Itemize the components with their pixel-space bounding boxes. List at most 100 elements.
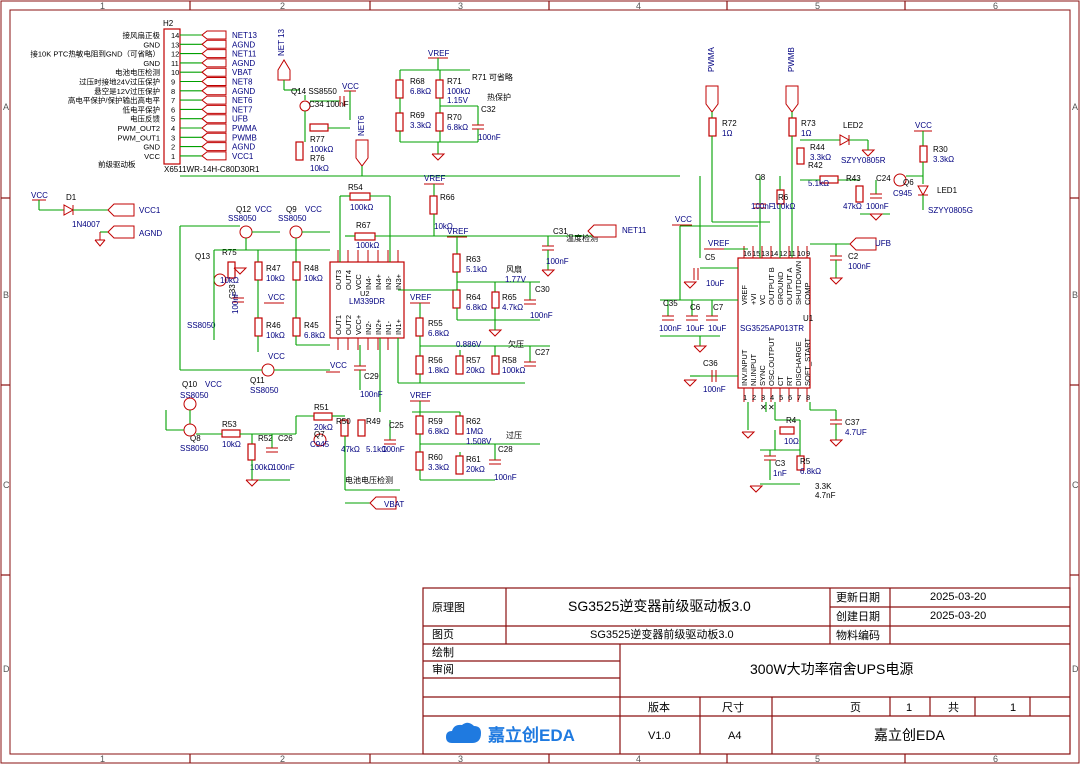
r52-value: 100kΩ <box>250 463 273 472</box>
r73-value: 1Ω <box>801 129 811 138</box>
vbat-port <box>369 496 397 510</box>
r52-ref: R52 <box>258 434 273 443</box>
c2-ref: C2 <box>848 252 859 261</box>
r59-ref: R59 <box>428 417 443 426</box>
c31-ref: C31 <box>553 227 568 236</box>
r73-ref: R73 <box>801 119 816 128</box>
r59-value: 6.8kΩ <box>428 427 449 436</box>
d1-symbol <box>63 204 75 216</box>
r4-ref: R4 <box>786 416 797 425</box>
r42-ref: R42 <box>808 161 823 170</box>
r48-ref: R48 <box>304 264 319 273</box>
q9-vcc: VCC <box>305 205 322 214</box>
r45-value: 6.8kΩ <box>304 331 325 340</box>
r42-value: 5.1kΩ <box>808 179 829 188</box>
u1-pin-bottom: NI.INPUT <box>749 353 758 386</box>
connector-pin-desc: VCC <box>144 152 160 161</box>
connector-pin-number: 2 <box>171 143 175 152</box>
u1-pin-bottom-number: 5 <box>779 393 783 402</box>
connector-pin-number: 13 <box>171 40 179 49</box>
r63-value: 5.1kΩ <box>466 265 487 274</box>
c24-value: 100nF <box>866 202 889 211</box>
c3-value: 1nF <box>773 469 787 478</box>
r6-value: 100kΩ <box>772 202 795 211</box>
connector-note: 前级驱动板 <box>98 159 136 169</box>
r4-value: 10Ω <box>784 437 799 446</box>
r68-value: 6.8kΩ <box>410 87 431 96</box>
fan-drive-block: NET 13 Q14 SS8550 C34 100nF VCC R77 100k… <box>180 28 680 177</box>
c7-ref: C7 <box>713 303 724 312</box>
r48-value: 10kΩ <box>304 274 323 283</box>
r49-ref: R49 <box>366 417 381 426</box>
noconnect-mark-2: ✕ <box>768 403 775 412</box>
r6-ref: R6 <box>778 193 789 202</box>
r5-ref: R5 <box>800 457 811 466</box>
net11-label: NET11 <box>622 226 647 235</box>
u1-extra-2: 4.7nF <box>815 491 836 500</box>
vbat-label: VBAT <box>384 500 404 509</box>
r63-ref: R63 <box>466 255 481 264</box>
u1-part: SG3525AP013TR <box>740 324 804 333</box>
q9-value: SS8050 <box>278 214 307 223</box>
vref-label: VREF <box>428 49 449 58</box>
u2-pin-top: IN4+ <box>374 273 383 290</box>
connector-pin-number: 9 <box>171 78 175 87</box>
undervoltage-block: VREF R55 6.8kΩ R56 1.8kΩ 0.886V 欠压 R57 2… <box>397 293 550 384</box>
c32-value: 100nF <box>478 133 501 142</box>
led2-ref: LED2 <box>843 121 864 130</box>
connector-net-port <box>201 151 227 161</box>
u1-pin-bottom: OSC.OUTPUT <box>767 336 776 386</box>
r61-ref: R61 <box>466 455 481 464</box>
connector-part: X6511WR-14H-C80D30R1 <box>164 165 260 174</box>
size: A4 <box>728 730 741 742</box>
fan-voltage: 1.77V <box>505 275 527 284</box>
u1-pin-top-number: 16 <box>743 249 751 258</box>
ufb-label: UFB <box>875 239 891 248</box>
over-voltage: 1.508V <box>466 437 492 446</box>
c37-ref: C37 <box>845 418 860 427</box>
c2-value: 100nF <box>848 262 871 271</box>
connector-pin-desc: 过压时接地24V过压保护 <box>79 77 160 87</box>
version-label: 版本 <box>648 700 670 714</box>
u2-pin-top: OUT3 <box>334 270 343 290</box>
r62-ref: R62 <box>466 417 481 426</box>
r5-value: 6.8kΩ <box>800 467 821 476</box>
review-label: 审阅 <box>432 662 454 676</box>
c24-ref: C24 <box>876 174 891 183</box>
col-marker: 2 <box>280 754 285 764</box>
c36-ref: C36 <box>703 359 718 368</box>
r69-value: 3.3kΩ <box>410 121 431 130</box>
power-input-block: VCC D1 1N4007 VCC1 AGND <box>31 191 162 247</box>
u1-vcc: VCC <box>675 215 692 224</box>
u1-pin-bottom: CT <box>776 376 785 386</box>
transistor-drivers-upper: Q12 VCC SS8050 Q9 VCC SS8050 Q13 SS8050 … <box>179 205 330 370</box>
pwmb-label: PWMB <box>787 47 796 72</box>
r70-value: 6.8kΩ <box>447 123 468 132</box>
u2-pin-bottom: OUT2 <box>344 315 353 335</box>
r61-value: 20kΩ <box>466 465 485 474</box>
r65-value: 4.7kΩ <box>502 303 523 312</box>
row-markers: A B C D A B C D <box>1 102 1079 674</box>
u1-pin-top: SHUTDOWN <box>794 261 803 305</box>
connector-pin-desc: 悬空是12V过压保护 <box>94 86 160 96</box>
u1-extra-1: 3.3K <box>815 482 832 491</box>
r43-ref: R43 <box>846 174 861 183</box>
q12-ref: Q12 <box>236 205 252 214</box>
u1-pin-bottom: INV.INPUT <box>740 349 749 386</box>
c30-value: 100nF <box>530 311 553 320</box>
connector-body <box>163 28 181 165</box>
c29-ref: C29 <box>364 372 379 381</box>
col-marker: 5 <box>815 754 820 764</box>
net13-label: NET 13 <box>277 28 286 56</box>
u1-pin-bottom-number: 7 <box>797 393 801 402</box>
c6-ref: C6 <box>690 303 701 312</box>
connector-net-label: AGND <box>232 87 255 96</box>
connector-net-label: VBAT <box>232 68 252 77</box>
connector-net-port <box>201 86 227 96</box>
vref-over: VREF <box>410 391 431 400</box>
connector-pin-number: 6 <box>171 105 175 114</box>
connector-net-port <box>201 49 227 59</box>
led1-value: SZYY0805G <box>928 206 973 215</box>
connector-net-label: UFB <box>232 115 248 124</box>
